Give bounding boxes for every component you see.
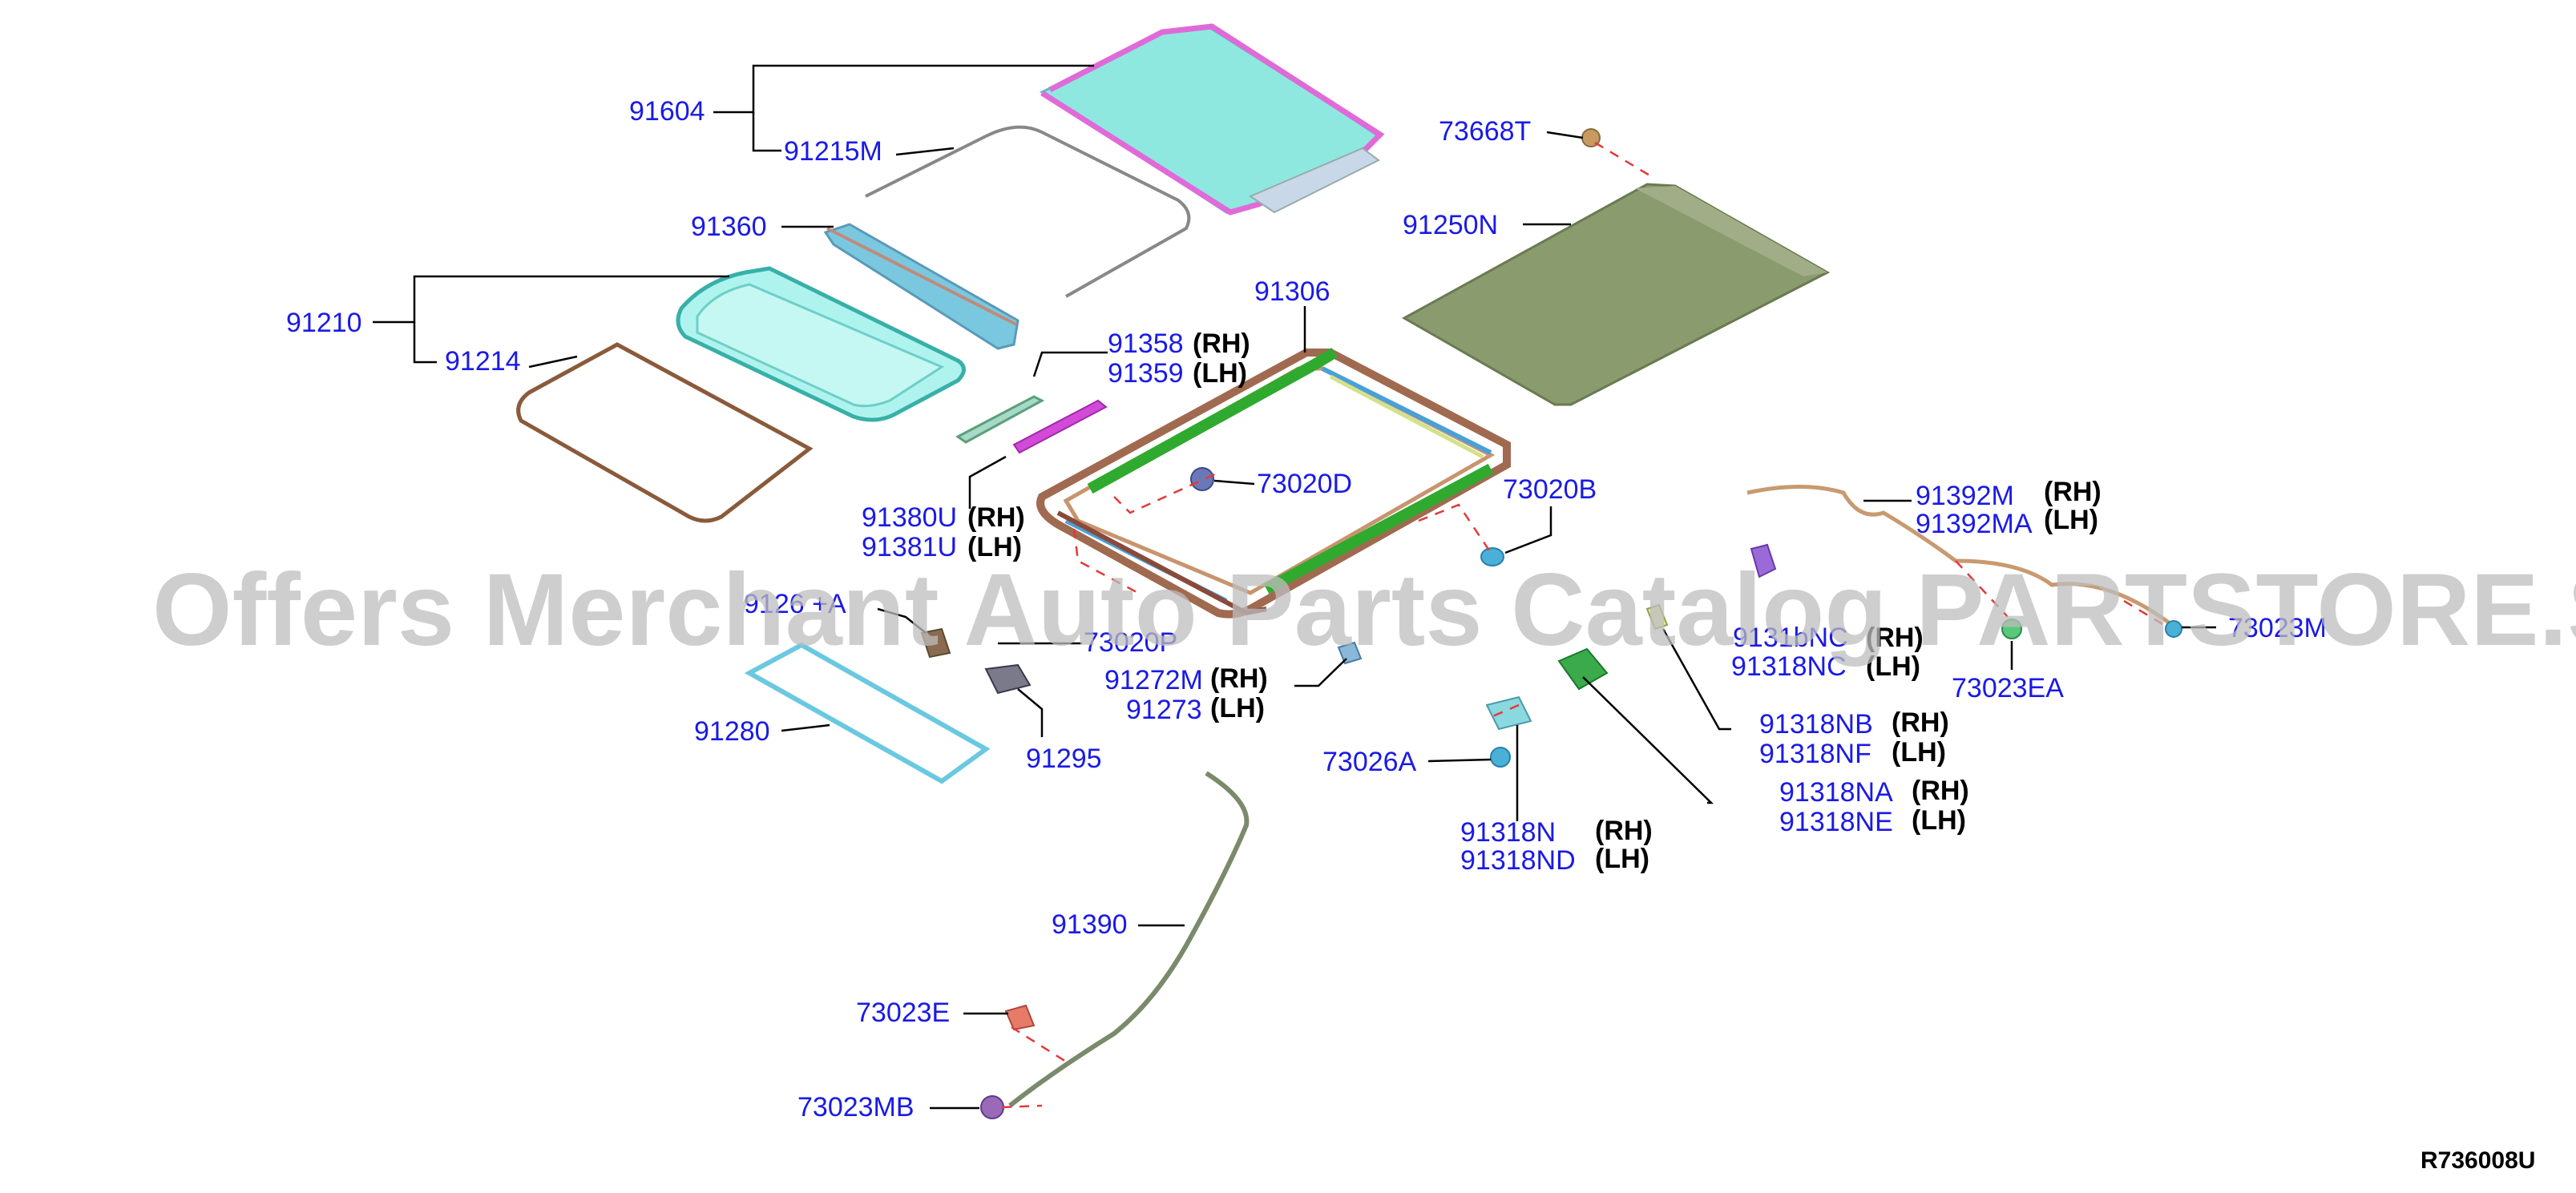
part-91318N[interactable] <box>1485 695 1532 731</box>
side-lh-91318NF: (LH) <box>1892 737 1946 768</box>
guide-91380U[interactable] <box>1012 399 1108 454</box>
watermark: Offers Merchant Auto Parts Catalog PARTS… <box>152 553 2576 667</box>
wind-deflector-91280[interactable] <box>744 642 991 784</box>
sunroof-frame-91306[interactable] <box>1036 347 1511 619</box>
callout-73020B[interactable]: 73020B <box>1503 474 1597 505</box>
callout-91318NF[interactable]: 91318NF <box>1759 739 1871 769</box>
side-lh-91392MA: (LH) <box>2044 505 2098 535</box>
motor-91295[interactable] <box>984 663 1032 695</box>
callout-91306[interactable]: 91306 <box>1254 276 1330 307</box>
callout-91318ND[interactable]: 91318ND <box>1460 845 1576 876</box>
callout-91318NE[interactable]: 91318NE <box>1779 807 1893 837</box>
callout-91250N[interactable]: 91250N <box>1403 210 1498 240</box>
callout-91210[interactable]: 91210 <box>286 308 362 338</box>
side-lh-91318NC: (LH) <box>1866 651 1920 682</box>
part-91264[interactable] <box>920 627 951 659</box>
callout-91358[interactable]: 91358 <box>1108 328 1184 359</box>
callout-91215M[interactable]: 91215M <box>784 136 882 167</box>
callout-73020P[interactable]: 73020P <box>1084 627 1177 658</box>
deflector-91360-edge <box>826 227 1017 326</box>
part-73020B[interactable] <box>1480 547 1504 566</box>
callout-91360[interactable]: 91360 <box>691 212 767 242</box>
callout-91280[interactable]: 91280 <box>694 716 770 747</box>
bracket-91358[interactable] <box>955 395 1045 444</box>
glass-seal-91215M[interactable] <box>865 125 1191 298</box>
diagram-reference-code: R736008U <box>2421 1147 2535 1174</box>
sunshade-91250N-roll <box>1635 186 1827 276</box>
drain-hose-91390[interactable] <box>1008 771 1250 1108</box>
motor-73020D[interactable] <box>1190 467 1214 491</box>
side-rh-91392M: (RH) <box>2044 477 2102 507</box>
side-lh-91359: (LH) <box>1193 358 1247 389</box>
rear-glass-91210[interactable] <box>676 266 966 422</box>
side-lh-91273: (LH) <box>1210 693 1265 723</box>
callout-91318NC[interactable]: 91318NC <box>1731 651 1847 682</box>
callout-91359[interactable]: 91359 <box>1108 358 1184 389</box>
callout-91318NB[interactable]: 91318NB <box>1759 709 1873 740</box>
callout-91392M[interactable]: 91392M <box>1916 481 2014 511</box>
callout-91273[interactable]: 91273 <box>1126 695 1202 725</box>
part-91318NA[interactable] <box>1557 647 1609 691</box>
callout-91318N[interactable]: 91318N <box>1460 817 1556 848</box>
side-rh-91380U: (RH) <box>967 502 1025 533</box>
sunroof-glass-top[interactable] <box>1039 23 1385 216</box>
clip-73023MB[interactable] <box>980 1095 1004 1119</box>
deflector-91360[interactable] <box>823 223 1019 350</box>
callout-91272M[interactable]: 91272M <box>1104 665 1203 695</box>
side-rh-91272M: (RH) <box>1210 663 1268 694</box>
callout-73668T[interactable]: 73668T <box>1439 116 1531 147</box>
callout-91380U[interactable]: 91380U <box>862 502 957 533</box>
drain-hose-91392M[interactable] <box>1746 485 2174 627</box>
callout-91390[interactable]: 91390 <box>1052 909 1128 940</box>
side-rh-91318NB: (RH) <box>1892 707 1949 738</box>
callout-73023E[interactable]: 73023E <box>856 998 950 1028</box>
callout-91264-partial[interactable]: 9126 +A <box>744 589 846 619</box>
part-91318NC[interactable] <box>1750 543 1777 578</box>
callout-91214[interactable]: 91214 <box>445 346 521 377</box>
callout-73023EA[interactable]: 73023EA <box>1952 673 2064 703</box>
callout-73023MB[interactable]: 73023MB <box>797 1092 915 1122</box>
callout-91318NA[interactable]: 91318NA <box>1779 777 1893 808</box>
callout-91604[interactable]: 91604 <box>629 96 705 127</box>
part-91318NB[interactable] <box>1645 603 1669 631</box>
callout-73023M[interactable]: 73023M <box>2228 613 2327 643</box>
side-rh-91318N: (RH) <box>1595 816 1653 846</box>
side-lh-91381U: (LH) <box>967 532 1022 562</box>
leader-lines <box>373 64 2216 1110</box>
dashed-guides <box>1001 141 2165 1109</box>
side-rh-91318NC: (RH) <box>1866 623 1924 653</box>
rear-glass-seal-91214[interactable] <box>516 342 814 523</box>
side-rh-91358: (RH) <box>1193 328 1250 359</box>
side-rh-91318NA: (RH) <box>1912 776 1969 806</box>
side-lh-91318NE: (LH) <box>1912 805 1966 836</box>
part-73026A[interactable] <box>1490 747 1511 768</box>
callout-91295[interactable]: 91295 <box>1026 744 1102 774</box>
clip-73023EA[interactable] <box>2001 619 2022 639</box>
callout-91318NC-partial[interactable]: 9131bNC <box>1733 623 1848 653</box>
clip-73023M[interactable] <box>2165 620 2182 638</box>
clip-73023E[interactable] <box>1004 1004 1036 1031</box>
callout-91392MA[interactable]: 91392MA <box>1916 509 2033 539</box>
part-91272M[interactable] <box>1337 641 1363 665</box>
callout-91381U[interactable]: 91381U <box>862 532 957 562</box>
callout-73026A[interactable]: 73026A <box>1322 747 1417 777</box>
callout-73020D[interactable]: 73020D <box>1257 469 1352 499</box>
side-lh-91318ND: (LH) <box>1595 844 1649 874</box>
